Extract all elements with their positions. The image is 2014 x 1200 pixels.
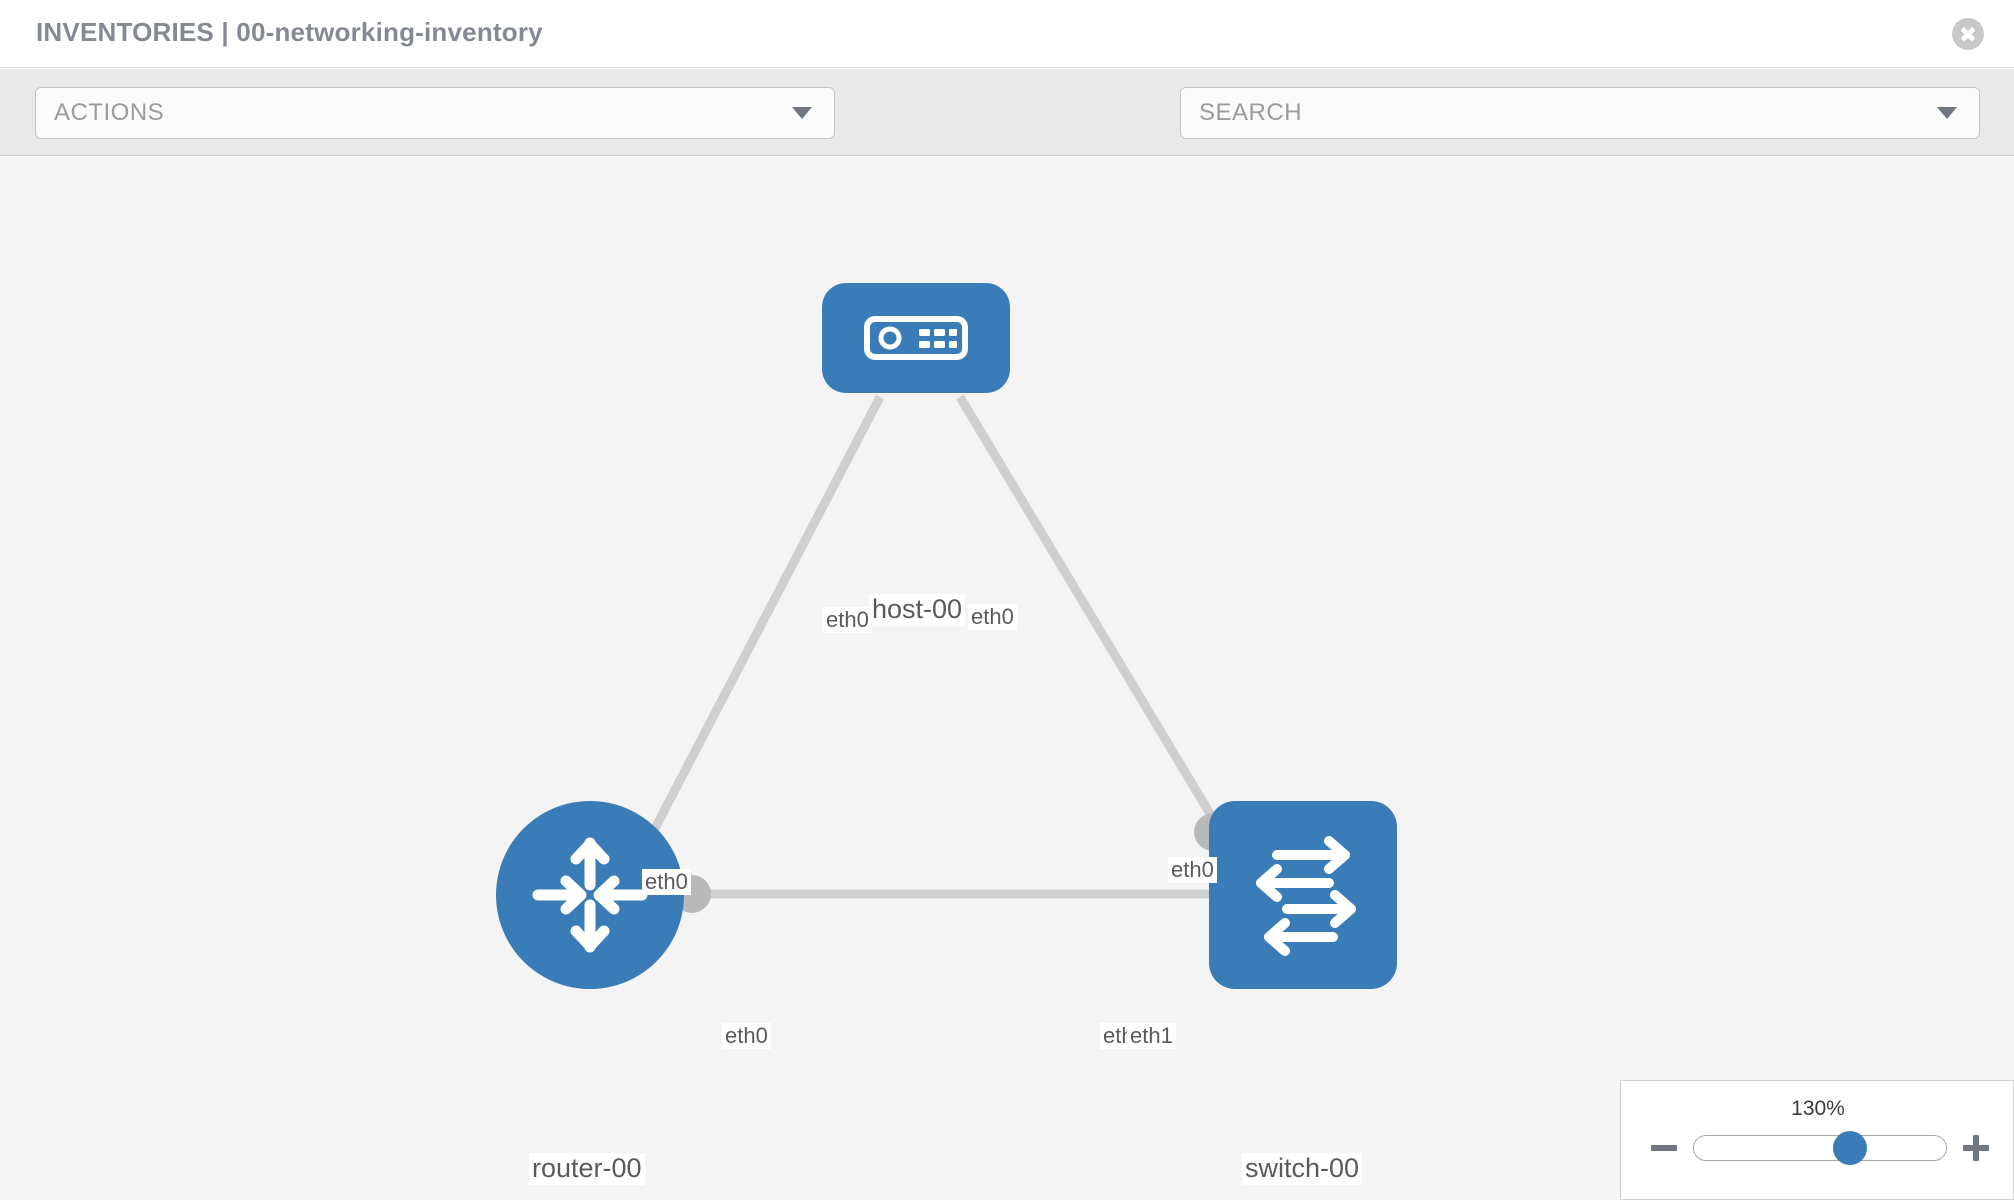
node-label-router-00: router-00 — [529, 1153, 645, 1185]
link-host-switch — [956, 394, 1234, 850]
zoom-slider-thumb[interactable] — [1833, 1131, 1868, 1165]
actions-dropdown[interactable]: ACTIONS — [35, 87, 835, 139]
node-host-00[interactable] — [822, 283, 1010, 393]
link-router-host — [636, 394, 884, 860]
search-input-placeholder: SEARCH — [1199, 99, 1303, 126]
port-label-host-left: eth0 — [823, 607, 872, 634]
page-header: INVENTORIES | 00-networking-inventory — [0, 0, 2014, 68]
node-switch-00[interactable] — [1209, 801, 1397, 989]
port-label-router-up: eth0 — [642, 869, 691, 896]
chevron-down-icon — [792, 107, 812, 119]
node-label-switch-00: switch-00 — [1242, 1153, 1363, 1185]
zoom-level-value: 130% — [1791, 1097, 1845, 1120]
chevron-down-icon — [1937, 107, 1957, 119]
actions-dropdown-label: ACTIONS — [54, 99, 165, 126]
port-label-router-right: eth0 — [722, 1023, 771, 1050]
zoom-out-button[interactable] — [1649, 1133, 1679, 1163]
toolbar: ACTIONS SEARCH — [0, 69, 2014, 200]
node-router-00[interactable] — [496, 801, 684, 989]
topology-canvas[interactable]: eth0 host-00 eth0 eth0 eth0 router-00 — [0, 157, 2014, 1200]
zoom-in-button[interactable] — [1961, 1133, 1991, 1163]
node-label-host-00: host-00 — [869, 594, 966, 626]
page-title: INVENTORIES | 00-networking-inventory — [36, 17, 543, 47]
port-label-switch-up: eth0 — [1168, 857, 1217, 884]
search-dropdown[interactable]: SEARCH — [1180, 87, 1980, 139]
zoom-control-panel: 130% — [1620, 1080, 2014, 1200]
port-label-host-right: eth0 — [968, 604, 1017, 631]
port-label-switch-left: eth1 — [1127, 1023, 1176, 1050]
zoom-slider-track[interactable] — [1693, 1131, 1947, 1165]
topology-links — [636, 394, 1234, 899]
close-icon[interactable] — [1952, 18, 1984, 50]
